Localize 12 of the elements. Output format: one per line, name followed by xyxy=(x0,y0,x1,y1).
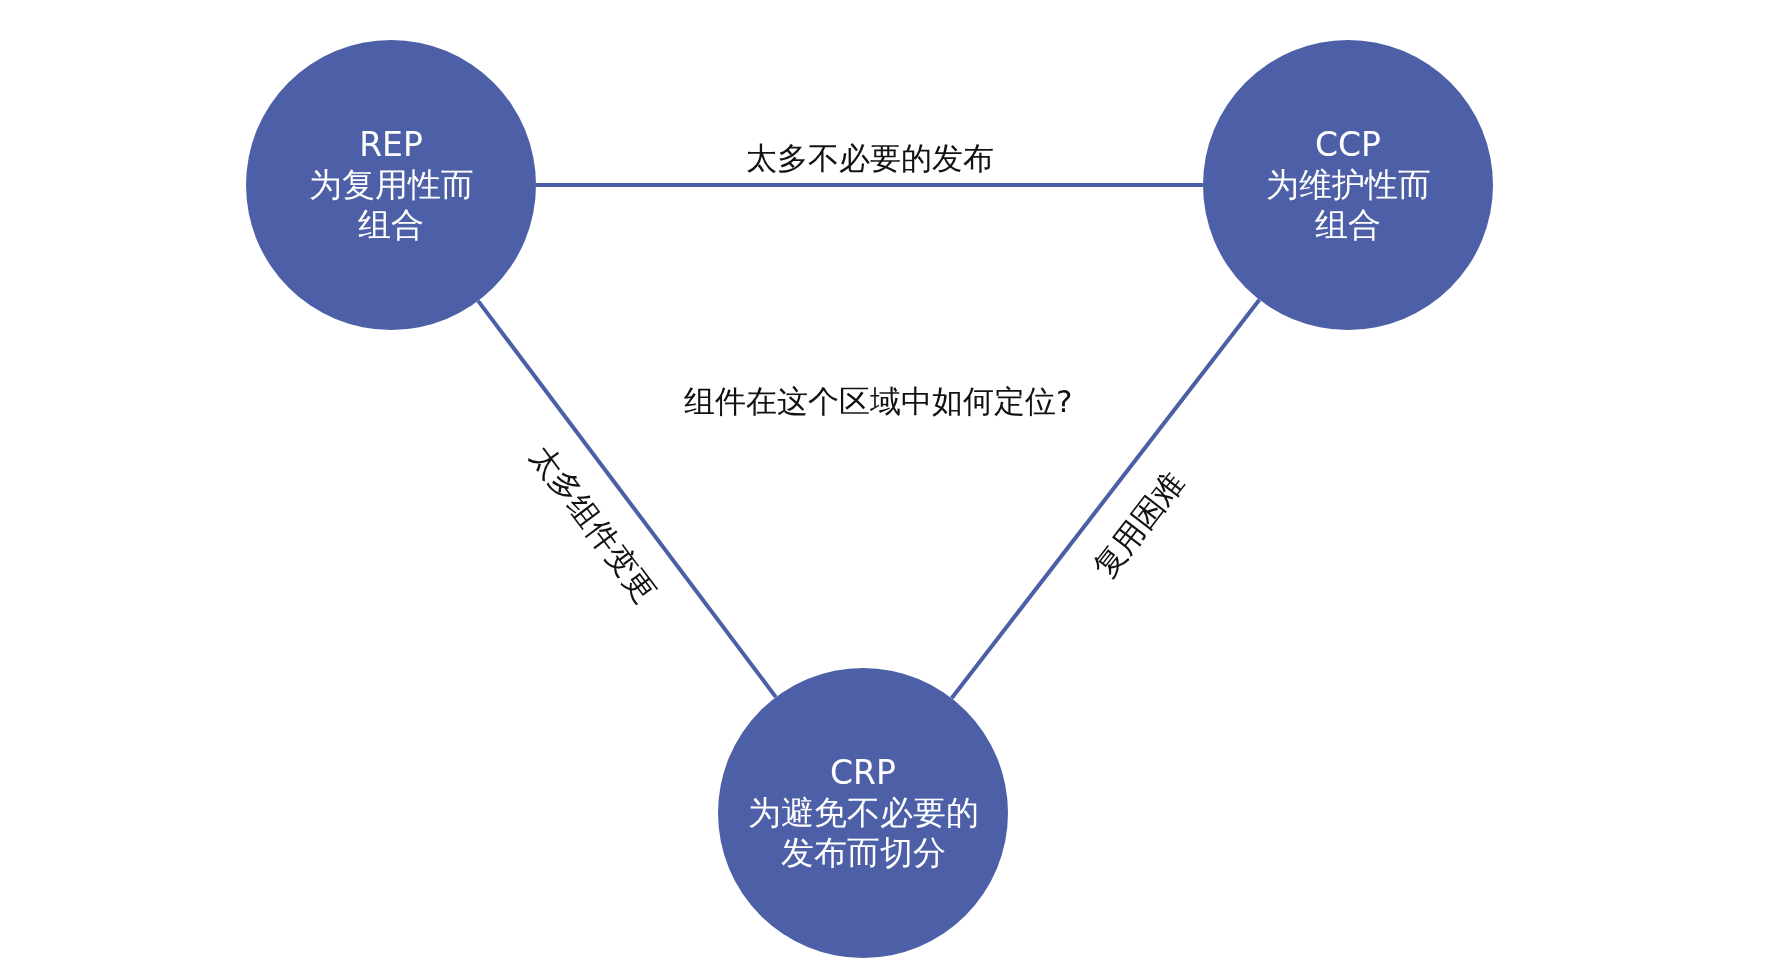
principle-name: CRP xyxy=(830,753,896,793)
principle-description: 为维护性而组合 xyxy=(1264,165,1432,245)
connector-line xyxy=(536,183,1203,187)
principle-circle xyxy=(1203,40,1493,330)
principle-circle xyxy=(246,40,536,330)
principle-name: CCP xyxy=(1315,125,1381,165)
principle-name: REP xyxy=(359,125,423,165)
principle-description: 为避免不必要的发布而切分 xyxy=(746,793,980,873)
connector-line xyxy=(476,299,778,699)
connector-line xyxy=(950,298,1261,700)
principle-circle xyxy=(718,668,1008,958)
principle-description: 为复用性而组合 xyxy=(307,165,475,245)
